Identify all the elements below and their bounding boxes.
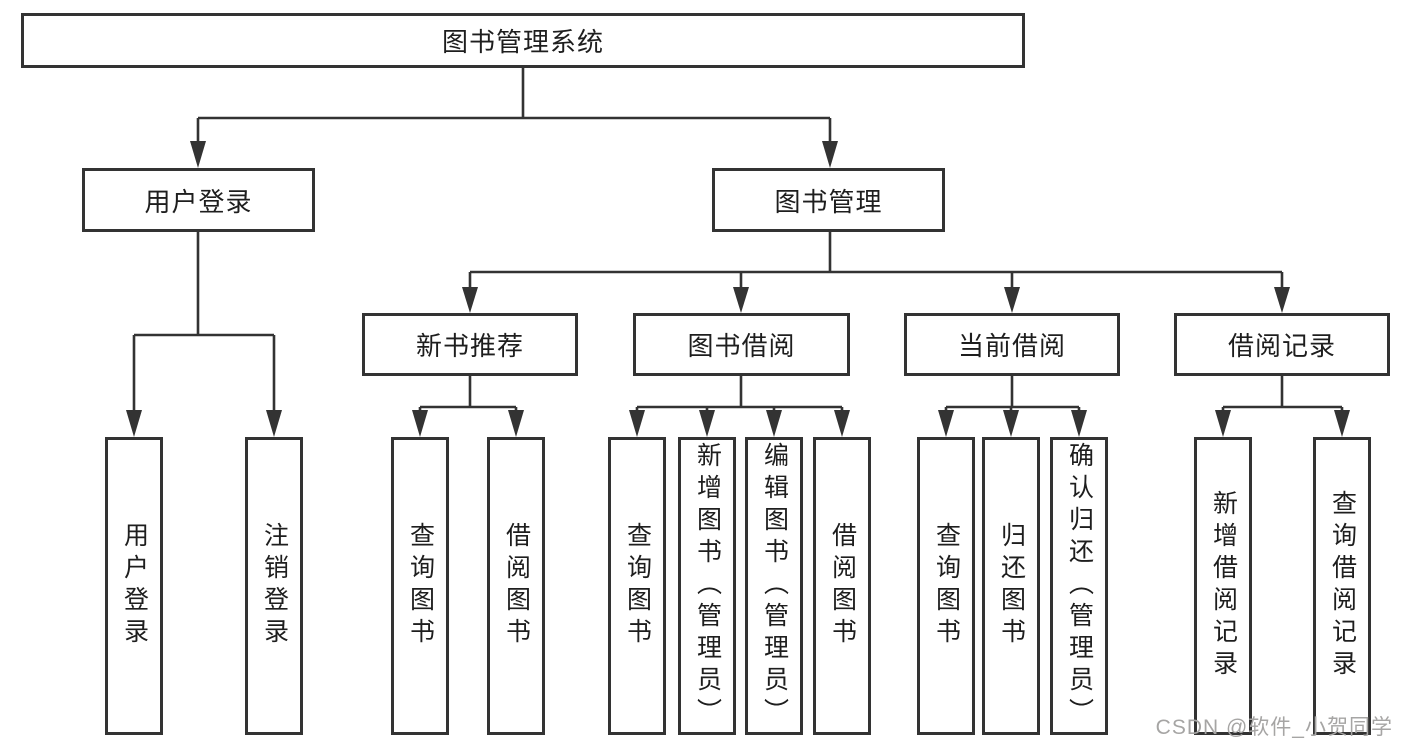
leaf-query-book-current: 查询图书 [917, 437, 975, 735]
node-label: 新书推荐 [415, 331, 524, 361]
leaf-query-borrow-record: 查询借阅记录 [1313, 437, 1371, 735]
node-borrow-record: 借阅记录 [1174, 313, 1390, 376]
node-label: 图书管理 [774, 186, 883, 217]
node-label: 用户登录 [144, 186, 253, 217]
node-book-borrow: 图书借阅 [633, 313, 850, 376]
leaf-add-borrow-record: 新增借阅记录 [1194, 437, 1252, 735]
leaf-confirm-return-admin: 确认归还（管理员） [1050, 437, 1108, 735]
node-label: 确认归还（管理员） [1065, 442, 1094, 730]
node-new-book-recommend: 新书推荐 [362, 313, 578, 376]
node-label: 借阅记录 [1227, 331, 1336, 361]
node-label: 用户登录 [120, 522, 149, 650]
node-user-login: 用户登录 [82, 168, 315, 232]
leaf-return-book: 归还图书 [982, 437, 1040, 735]
leaf-user-login: 用户登录 [105, 437, 163, 735]
node-label: 查询图书 [623, 522, 652, 650]
leaf-logout: 注销登录 [245, 437, 303, 735]
node-label: 借阅图书 [828, 522, 857, 650]
node-label: 注销登录 [260, 522, 289, 650]
csdn-watermark: CSDN @软件_小贺同学 [1155, 716, 1393, 739]
node-label: 当前借阅 [957, 331, 1066, 361]
leaf-add-book-admin: 新增图书（管理员） [678, 437, 736, 735]
node-label: 查询图书 [406, 522, 435, 650]
leaf-edit-book-admin: 编辑图书（管理员） [745, 437, 803, 735]
leaf-borrow-book-recommend: 借阅图书 [487, 437, 545, 735]
node-label: 编辑图书（管理员） [760, 442, 789, 730]
node-label: 归还图书 [997, 522, 1026, 650]
leaf-borrow-book: 借阅图书 [813, 437, 871, 735]
node-label: 图书管理系统 [441, 27, 604, 57]
node-label: 借阅图书 [502, 522, 531, 650]
node-label: 新增借阅记录 [1209, 490, 1238, 682]
node-label: 查询借阅记录 [1328, 490, 1357, 682]
node-system-root: 图书管理系统 [21, 13, 1025, 68]
node-label: 新增图书（管理员） [693, 442, 722, 730]
leaf-query-book-recommend: 查询图书 [391, 437, 449, 735]
node-label: 图书借阅 [687, 331, 796, 361]
node-current-borrow: 当前借阅 [904, 313, 1120, 376]
node-label: 查询图书 [932, 522, 961, 650]
leaf-query-book-borrow: 查询图书 [608, 437, 666, 735]
node-book-management: 图书管理 [712, 168, 945, 232]
